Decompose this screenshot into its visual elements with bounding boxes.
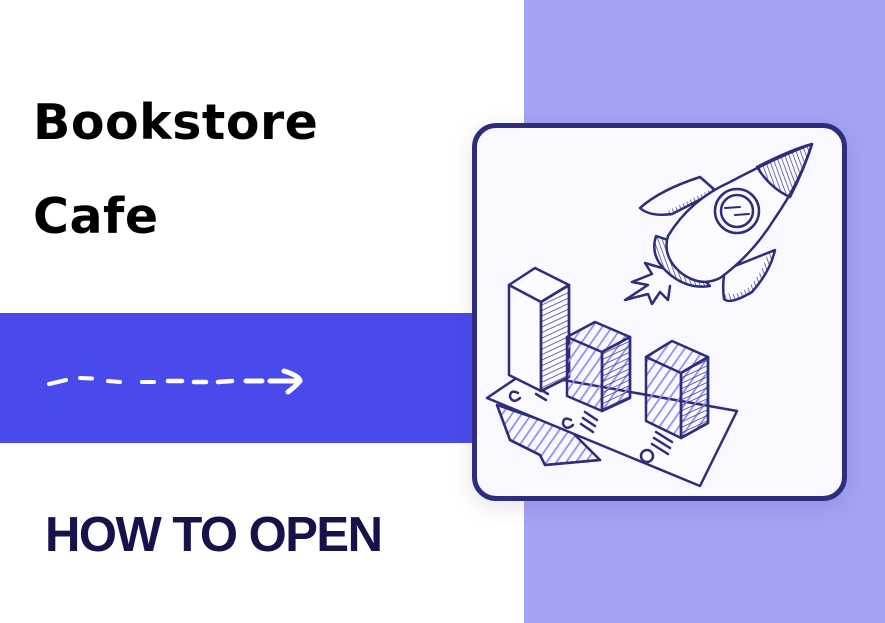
title-line-2: Cafe — [33, 188, 159, 245]
page-title: Bookstore Cafe — [33, 76, 318, 264]
page-subtitle: HOW TO OPEN — [45, 508, 383, 562]
bar-chart-icon — [485, 266, 739, 488]
illustration-card — [472, 123, 847, 501]
rocket-icon — [623, 142, 814, 306]
title-line-1: Bookstore — [33, 94, 319, 151]
dashed-arrow-icon — [47, 368, 303, 395]
rocket-chart-illustration — [485, 142, 814, 488]
